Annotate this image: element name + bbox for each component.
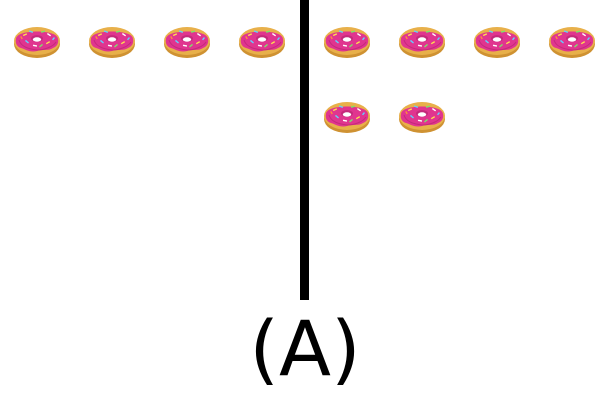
donut-icon <box>323 20 371 60</box>
donut-icon <box>88 20 136 60</box>
donut-icon <box>163 20 211 60</box>
donut-icon <box>323 95 371 135</box>
donut-icon <box>473 20 521 60</box>
donut-icon <box>398 95 446 135</box>
divider-line <box>300 0 309 300</box>
donut-icon <box>13 20 61 60</box>
donut-icon <box>238 20 286 60</box>
donut-icon <box>398 20 446 60</box>
option-label: (A) <box>249 304 361 393</box>
donut-icon <box>548 20 596 60</box>
